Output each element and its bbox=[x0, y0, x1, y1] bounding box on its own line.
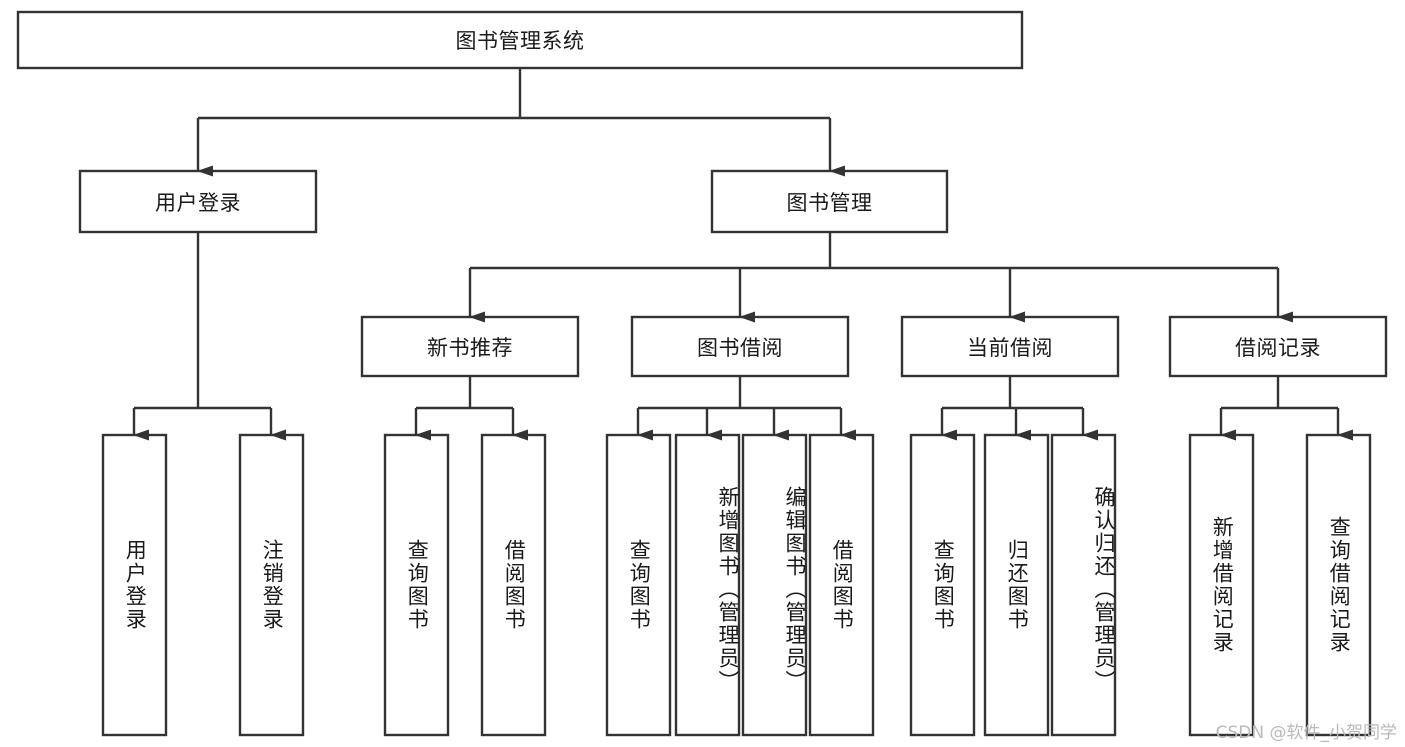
node-box-leaf-query-book-1[interactable] bbox=[383, 433, 450, 737]
node-box-leaf-edit-book[interactable] bbox=[741, 433, 808, 737]
node-boxes bbox=[16, 10, 1388, 737]
node-box-leaf-query-book-3[interactable] bbox=[909, 433, 976, 737]
node-box-leaf-confirm-return[interactable] bbox=[1050, 433, 1117, 737]
node-box-root[interactable] bbox=[16, 10, 1024, 70]
node-box-book-borrow[interactable] bbox=[630, 315, 850, 378]
connector-current-borrow-to-leaves bbox=[940, 376, 1098, 441]
node-box-leaf-query-book-2[interactable] bbox=[605, 433, 672, 737]
node-box-leaf-add-record[interactable] bbox=[1188, 433, 1255, 737]
connector-book-borrow-to-leaves bbox=[636, 376, 856, 441]
node-box-book-manage[interactable] bbox=[710, 169, 949, 234]
node-box-leaf-borrow-book-2[interactable] bbox=[808, 433, 875, 737]
node-box-leaf-logout[interactable] bbox=[238, 433, 305, 737]
connector-new-book-recommend-to-leaves bbox=[414, 376, 528, 441]
node-box-leaf-return-book[interactable] bbox=[983, 433, 1050, 737]
node-box-leaf-borrow-book-1[interactable] bbox=[480, 433, 547, 737]
node-box-borrow-record[interactable] bbox=[1168, 315, 1388, 378]
node-box-leaf-add-book[interactable] bbox=[674, 433, 741, 737]
node-box-leaf-user-login[interactable] bbox=[101, 433, 168, 737]
connector-user-login-to-leaves bbox=[132, 232, 286, 441]
connector-root-to-level2 bbox=[196, 68, 845, 177]
connector-borrow-record-to-leaves bbox=[1219, 376, 1353, 441]
csdn-watermark: CSDN @软件_小贺同学 bbox=[1215, 723, 1397, 743]
node-box-new-book-recommend[interactable] bbox=[360, 315, 580, 378]
node-box-leaf-query-record[interactable] bbox=[1305, 433, 1372, 737]
node-box-user-login[interactable] bbox=[78, 169, 318, 234]
node-box-current-borrow[interactable] bbox=[900, 315, 1120, 378]
connector-book-manage-to-level3 bbox=[468, 232, 1293, 323]
